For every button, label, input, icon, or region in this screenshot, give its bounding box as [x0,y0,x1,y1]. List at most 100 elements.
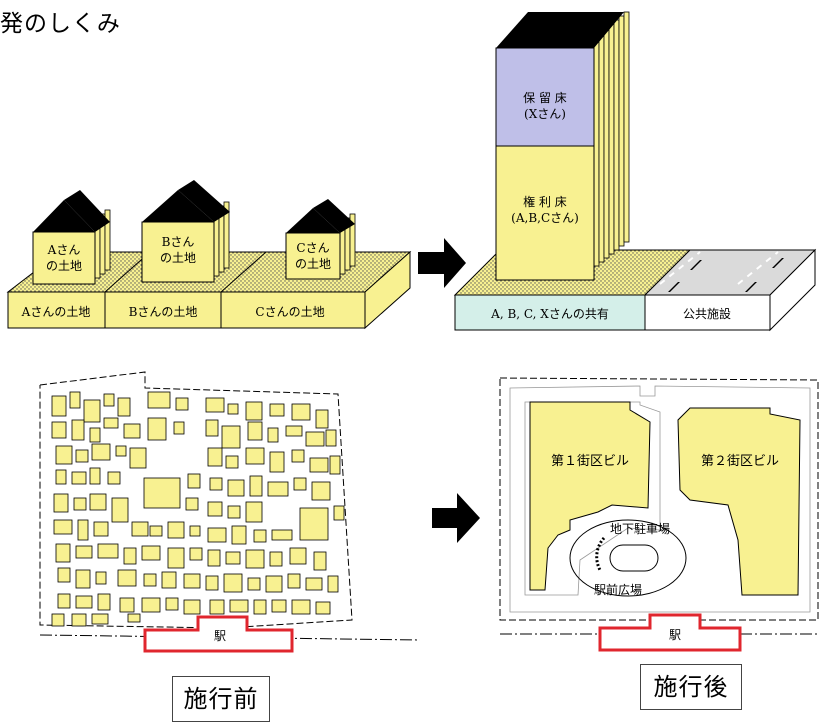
building-footprint [143,477,181,509]
building-footprint [227,505,241,519]
building-footprint [83,399,101,423]
building-footprint [117,569,137,587]
building-footprint [167,547,185,569]
building-footprint [205,419,219,437]
building-footprint [299,507,329,541]
building-footprint [293,477,307,491]
building-footprint [187,473,201,489]
building-footprint [55,469,67,485]
building-footprint [71,471,87,485]
building-footprint [305,431,325,447]
building-footprint [285,425,303,437]
right-arrow-icon [418,238,466,288]
building-footprint [309,457,329,473]
building-footprint [245,401,263,421]
building-footprint [75,545,93,559]
building-footprint [207,527,227,543]
building-footprint [207,447,223,467]
parcel-a-label: Aさんの土地 [21,305,91,319]
building-footprint [97,543,119,559]
page-title: 発のしくみ [0,11,121,37]
building-footprint [183,573,201,589]
building-footprint [89,467,101,485]
building-footprint [249,475,263,497]
building-footprint [141,597,161,613]
rights-floor-label: 権 利 床 [523,194,567,209]
building-footprint [93,521,109,537]
building-footprint [103,393,115,407]
house-a-label-1: Aさん [47,243,81,257]
building-footprint [123,547,137,565]
building-footprint [55,543,71,563]
building-footprint [329,455,341,475]
building-footprint [117,397,131,417]
building-footprint [205,575,219,591]
station-label-before: 駅 [214,629,226,643]
parcel-b-label: Bさんの土地 [129,305,198,319]
building-footprint [183,599,201,615]
building-footprint [77,519,89,541]
building-footprint [89,493,107,511]
house-b-label-1: Bさん [162,235,195,249]
building-footprint [269,451,285,473]
building-footprint [147,391,171,409]
building-footprint [221,425,241,449]
caption-before: 施行前 [172,676,270,722]
reserved-floor-label: 保 留 床 [523,91,567,105]
building-footprint [225,455,239,469]
building-footprint [91,613,109,625]
house-c [285,199,356,280]
building-footprint [115,445,127,457]
house-c-label-1: Cさん [296,241,329,255]
building-footprint [143,573,157,587]
building-footprint [97,593,111,611]
building-footprint [227,479,245,497]
building-footprint [253,599,267,615]
building-footprint [57,593,71,609]
building-footprint [73,497,87,511]
building-footprint [209,477,223,491]
public-facility-label: 公共施設 [683,306,731,321]
building-footprint [271,599,287,613]
building-footprint [165,597,179,611]
building-footprint [291,403,311,421]
building-footprint [225,551,241,565]
house-b [141,180,230,283]
building-footprint [51,421,67,439]
building-footprint [209,599,225,615]
building-footprint [127,613,141,623]
building-footprint [189,525,201,537]
building-footprint [265,575,283,593]
building-footprint [269,403,285,417]
building-footprint [287,573,301,589]
map-after [499,377,819,652]
building-footprint [267,427,279,443]
building-footprint [315,601,331,615]
building-footprint [91,443,111,461]
building-footprint [89,427,101,443]
right-arrow-icon-2 [432,493,480,543]
building-footprint [129,447,147,469]
building-footprint [327,575,339,593]
building-footprint [291,599,311,615]
building-footprint [289,547,307,565]
building-footprint [245,447,265,465]
building-footprint [245,501,263,523]
building-footprint [245,549,265,569]
building-footprint [51,395,67,417]
building-footprint [131,521,149,537]
building-footprint [315,409,329,429]
block1-building-label: 第１街区ビル [551,454,629,469]
building-footprint [247,577,261,591]
house-b-label-2: の土地 [160,251,196,265]
building-footprint [269,551,283,567]
reserved-floor-owner: (Xさん) [524,107,566,121]
building-footprint [69,391,81,409]
house-c-label-2: の土地 [295,257,331,271]
building-footprint [119,597,135,613]
building-footprint [189,547,203,561]
station-label-after: 駅 [669,628,681,642]
building-footprint [333,505,345,521]
building-footprint [123,423,141,439]
